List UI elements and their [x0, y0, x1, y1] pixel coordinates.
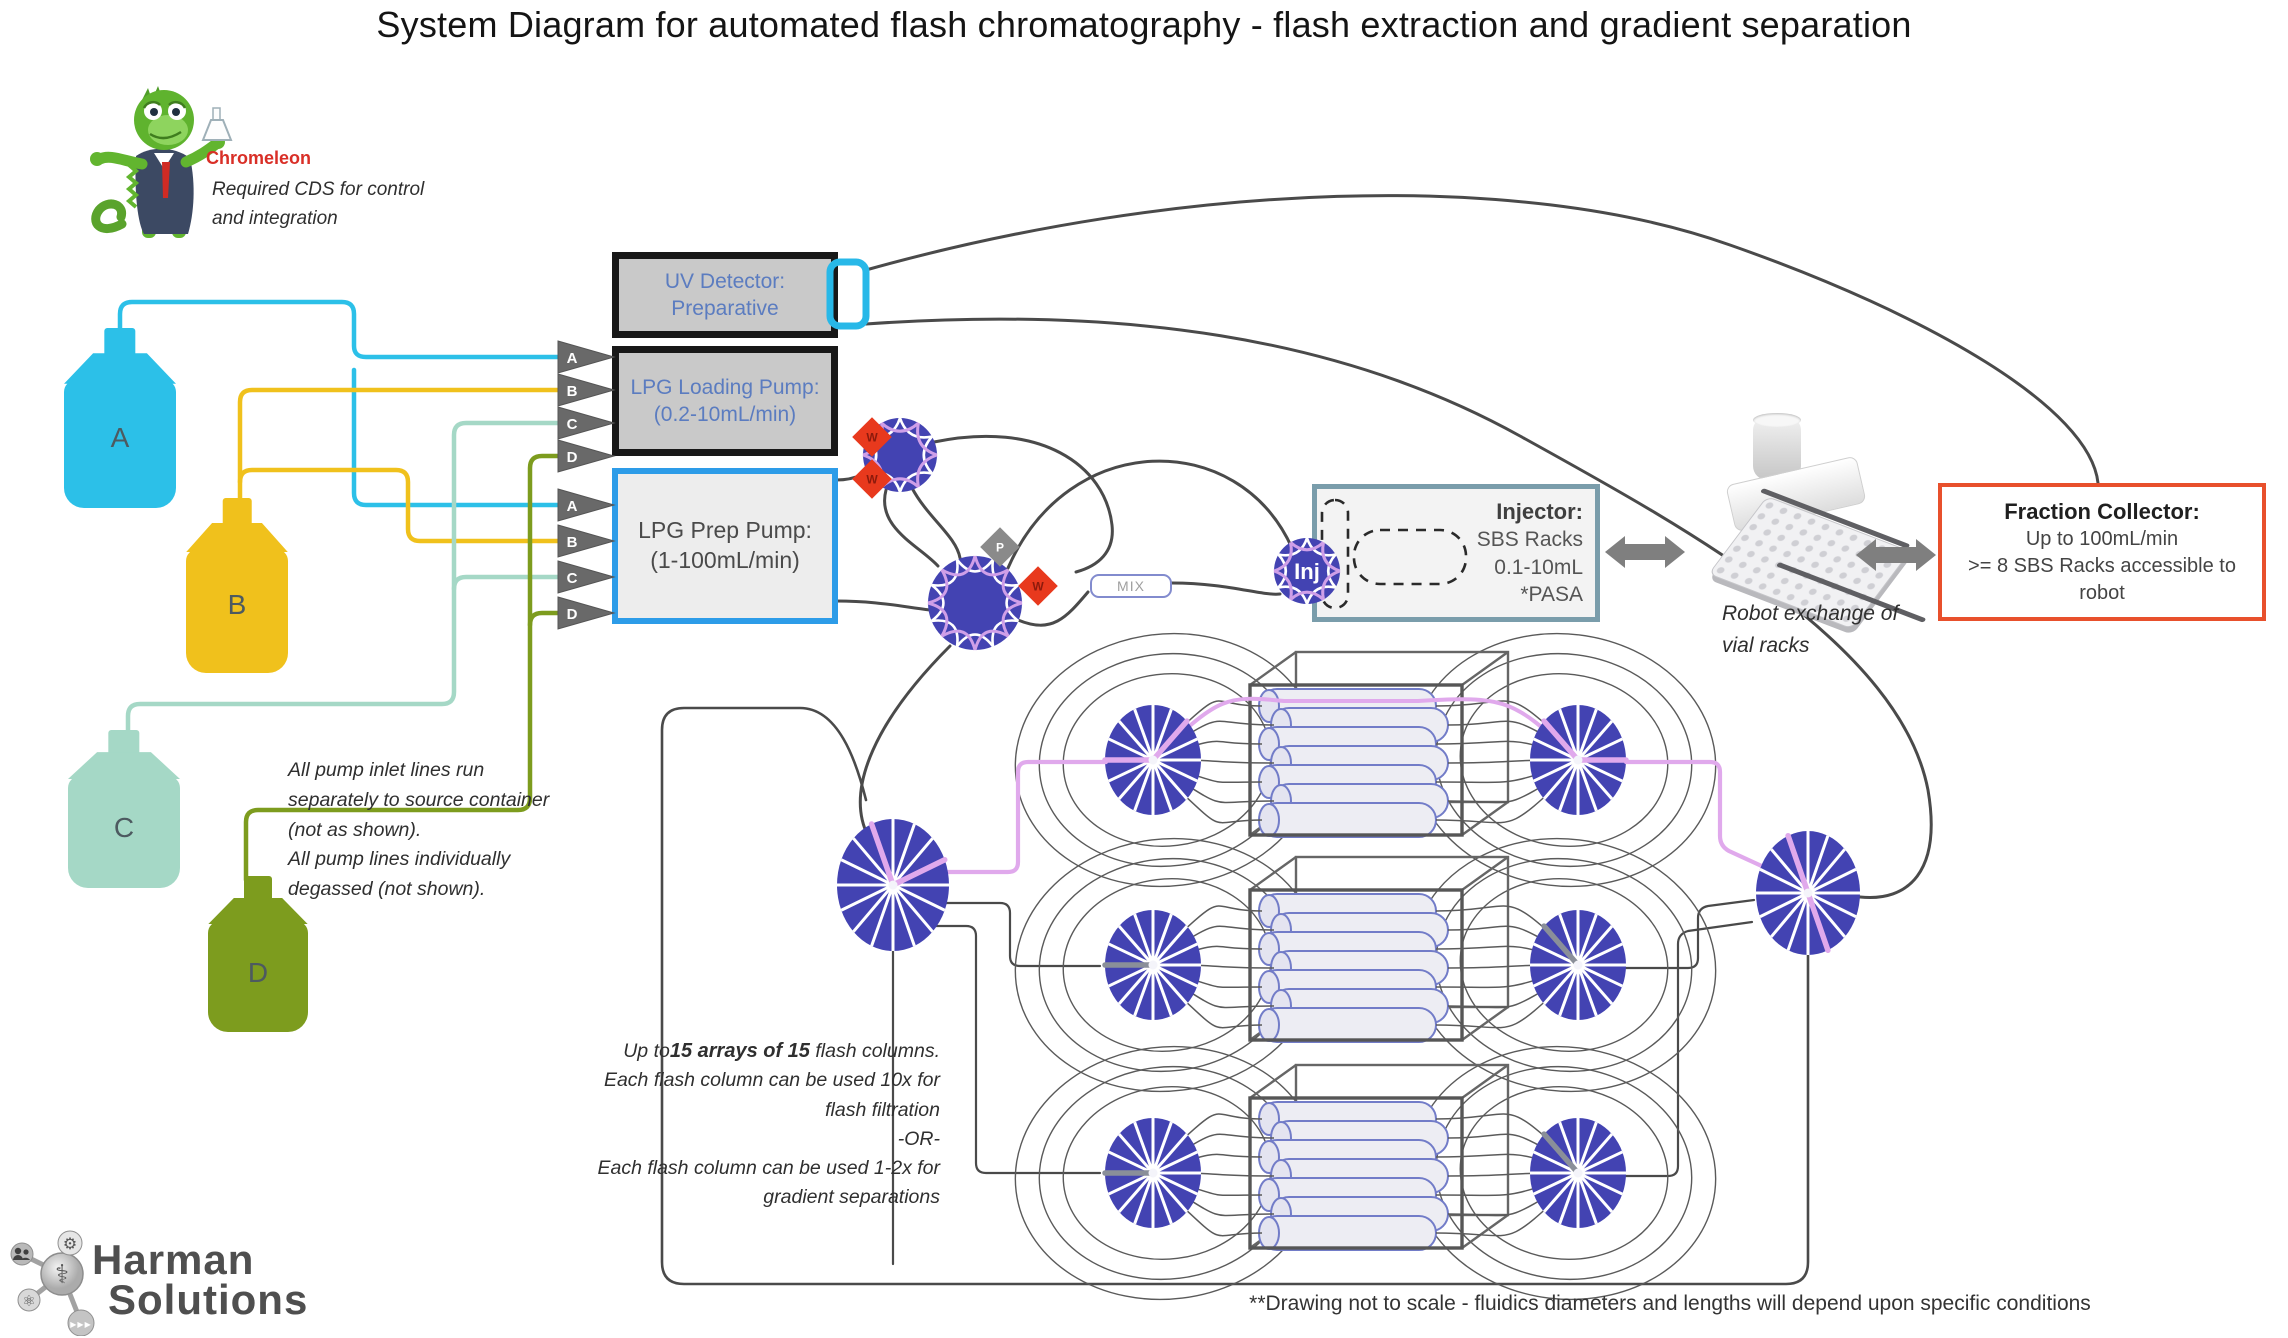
- waste-diamond: W: [1018, 566, 1058, 606]
- bottle-body: [64, 380, 176, 508]
- pink-left-selector-to-array1: [935, 759, 1109, 875]
- prep-pump-box: LPG Prep Pump: (1-100mL/min): [612, 468, 838, 624]
- svg-text:W: W: [866, 431, 878, 445]
- solvent-bottle-c: C: [68, 730, 180, 888]
- scale-disclaimer: **Drawing not to scale - fluidics diamet…: [1249, 1292, 2091, 1315]
- robot-image: [1708, 413, 1927, 630]
- waste-diamond: W: [852, 417, 892, 457]
- svg-text:P: P: [996, 541, 1004, 555]
- line-bottle-a-loading: [117, 299, 569, 360]
- right-selector-valve: [1756, 831, 1860, 955]
- uv-detector-box: UV Detector: Preparative: [612, 252, 838, 338]
- tube-valve1-valve2-a: [883, 488, 940, 568]
- array1-right-valve: [1530, 705, 1629, 815]
- line-bottle-a-prep: [351, 367, 569, 508]
- solvent-bottle-b: B: [186, 498, 288, 673]
- bottle-shoulder: [186, 522, 288, 553]
- array2-left-valve: [1102, 910, 1201, 1020]
- tube-valve1-valve2-b: [910, 486, 962, 560]
- chromeleon-note: Required CDS for control and integration: [212, 179, 425, 229]
- line-bottle-c-loading: [125, 420, 569, 737]
- flash-column-array-3: [1014, 1045, 1717, 1301]
- tube-uv-to-right-selector: [864, 317, 1933, 900]
- line-bottle-c-prep: [451, 574, 569, 592]
- loading-pump-box: LPG Loading Pump: (0.2-10mL/min): [612, 346, 838, 456]
- array3-right-valve: [1530, 1118, 1626, 1228]
- line-bottle-b-prep: [237, 467, 569, 544]
- flash-column-array-2: [1014, 837, 1717, 1093]
- pink-array1-to-right-selector: [1623, 759, 1769, 871]
- line-bottle-b-loading: [237, 387, 569, 507]
- bottle-shoulder: [64, 353, 176, 384]
- bottle-body: [208, 921, 308, 1032]
- solvent-bottle-d: D: [208, 876, 308, 1032]
- svg-text:W: W: [1032, 580, 1044, 594]
- valves-layer: W W P W: [837, 417, 1860, 955]
- array3-left-valve: [1102, 1118, 1201, 1228]
- prep-valve: [927, 555, 1023, 651]
- svg-text:W: W: [866, 473, 878, 487]
- tube-valve2-inj-arc: [1006, 459, 1294, 570]
- harman-logo-molecule: ⚕ ⚙ ⚛ ▶▶▶: [10, 1230, 95, 1336]
- pump-marker-diamond: P: [980, 527, 1020, 567]
- tube-valve2-mix: [1016, 590, 1090, 627]
- bottle-label: D: [247, 957, 269, 989]
- gear-icon: ⚙: [63, 1236, 77, 1253]
- line-bottle-d-prep: [527, 610, 569, 628]
- injector-box: Injector: SBS Racks 0.1-10mL *PASA: [1312, 484, 1600, 622]
- mixer-label: MIX: [1090, 574, 1172, 598]
- chromeleon-mascot: [90, 86, 233, 238]
- fluid-tubing: [660, 194, 2100, 1286]
- tube-valve2-left-selector: [858, 644, 952, 838]
- bottle-body: [186, 548, 288, 673]
- page-title: System Diagram for automated flash chrom…: [376, 4, 1912, 45]
- tube-uv-to-fraction-collector: [864, 194, 2100, 485]
- pump-inlet-note: All pump inlet lines run separately to s…: [288, 759, 550, 901]
- flash-column-array-1: [1014, 632, 1717, 888]
- bottle-body: [68, 775, 180, 888]
- array2-right-valve: [1530, 910, 1626, 1020]
- array-capacity-note: Up to15 arrays of 15 flash columns. Each…: [597, 1040, 940, 1209]
- active-flow-path: [935, 759, 1769, 875]
- arrows-icon: ▶▶▶: [70, 1320, 91, 1329]
- solvent-lines: [117, 299, 569, 883]
- line-bottle-d-loading: [243, 453, 569, 883]
- fraction-collector-box: Fraction Collector: Up to 100mL/min >= 8…: [1938, 483, 2266, 621]
- bottle-label: B: [227, 589, 247, 620]
- left-selector-valve: [837, 819, 949, 951]
- caduceus-icon: ⚕: [55, 1259, 69, 1289]
- bottle-label: A: [110, 421, 130, 453]
- tube-valve1-arc: [932, 434, 1114, 574]
- bottle-label: C: [113, 812, 135, 844]
- atom-icon: ⚛: [22, 1293, 35, 1310]
- waste-diamond: W: [852, 459, 892, 499]
- robot-note: Robot exchange of vial racks: [1722, 602, 1899, 657]
- tube-bottom-return: [660, 706, 1810, 1286]
- chromeleon-brand: Chromeleon: [206, 148, 312, 168]
- people-icon: [13, 1255, 30, 1260]
- logo-text: Harman Solutions: [92, 1236, 309, 1323]
- tube-left-selector-array3: [926, 924, 1102, 1175]
- flash-column-arrays: [1014, 632, 1717, 1301]
- tube-prep-pump-out: [834, 599, 932, 612]
- solvent-bottle-a: A: [64, 328, 176, 508]
- bottle-shoulder: [68, 752, 180, 779]
- array1-left-valve: [1102, 705, 1201, 815]
